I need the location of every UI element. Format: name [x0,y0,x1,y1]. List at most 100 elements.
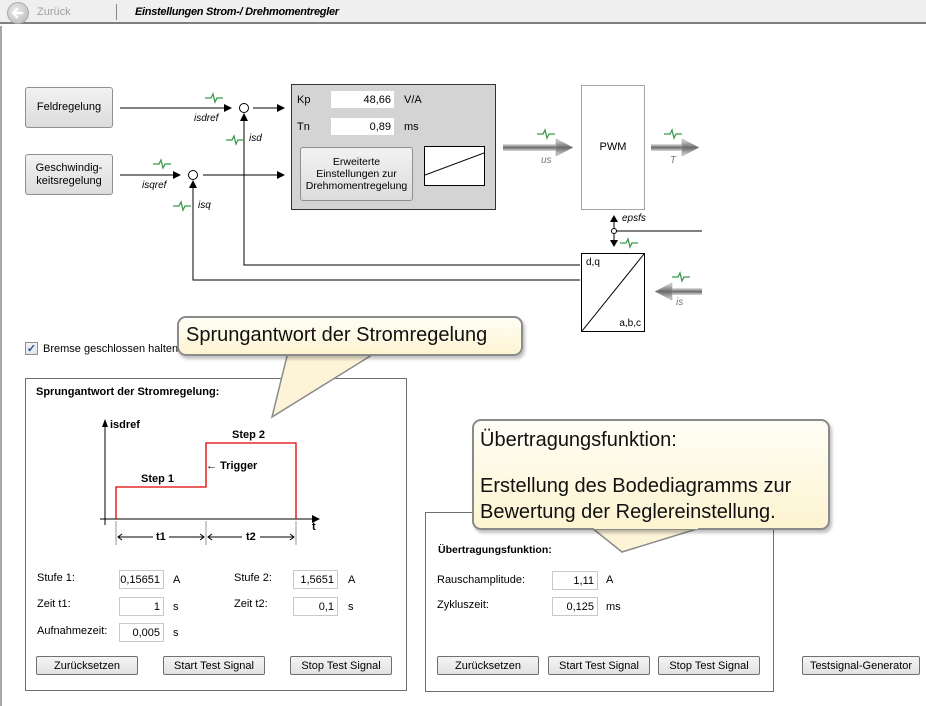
aufnahme-input[interactable]: 0,005 [119,623,164,642]
isd-feedback-line [240,113,580,266]
sum-node-q [188,170,198,180]
rausch-unit: A [606,574,614,586]
callout-text: Sprungantwort der Stromregelung [186,324,488,346]
step-start-test-signal-button[interactable]: Start Test Signal [163,656,265,675]
button-label-line2: Einstellungen zur [316,168,397,180]
signal-label-t: T [670,155,677,166]
signal-icon[interactable] [173,200,191,212]
signal-icon[interactable] [537,128,555,140]
testsignal-generator-button[interactable]: Testsignal-Generator [802,656,920,675]
tn-unit: ms [404,121,419,133]
button-label-line1: Geschwindig- [35,161,103,174]
tn-label: Tn [297,121,310,133]
zeit1-label: Zeit t1: [37,598,71,610]
pwm-label: PWM [599,141,627,153]
signal-label-isdref: isdref [194,113,219,124]
step-response-callout: Sprungantwort der Stromregelung [177,316,523,356]
callout-text-line2: Erstellung des Bodediagramms zur [480,475,792,497]
stufe2-label: Stufe 2: [234,572,272,584]
zeit2-input[interactable]: 0,1 [293,597,338,616]
signal-label-us: us [541,155,552,166]
aufnahme-unit: s [173,627,179,639]
abc-label: a,b,c [619,318,641,329]
button-label-line1: Erweiterte [332,156,381,168]
tf-start-test-signal-button[interactable]: Start Test Signal [548,656,650,675]
brake-checkbox[interactable]: ✓ [25,342,38,355]
step1-label: Step 1 [141,473,175,485]
t2-label: t2 [246,531,256,543]
tf-stop-test-signal-button[interactable]: Stop Test Signal [658,656,760,675]
tn-input[interactable]: 0,89 [330,117,395,136]
step-stop-test-signal-button[interactable]: Stop Test Signal [290,656,392,675]
kp-input[interactable]: 48,66 [330,90,395,109]
zyklus-label: Zykluszeit: [437,599,489,611]
signal-icon[interactable] [205,92,223,104]
tf-reset-button[interactable]: Zurücksetzen [437,656,539,675]
feldregelung-label: Feldregelung [36,101,102,113]
page-title: Einstellungen Strom-/ Drehmomentregler [135,6,339,18]
transform-diagonal [582,254,644,331]
step-response-graph [100,419,320,545]
pwm-block: PWM [581,85,645,210]
step-reset-button[interactable]: Zurücksetzen [36,656,138,675]
step-signal-line [115,442,297,519]
zeit1-input[interactable]: 1 [119,597,164,616]
us-arrow [503,138,574,157]
signal-label-isqref: isqref [142,180,167,191]
stufe2-input[interactable]: 1,5651 [293,570,338,589]
geschwindigkeitsregelung-button[interactable]: Geschwindig- keitsregelung [25,154,113,195]
sum-node-d [239,103,249,113]
zeit2-unit: s [348,601,354,613]
button-label-line3: Drehmomentregelung [305,180,408,192]
dq-label: d,q [586,257,600,268]
t-arrow [651,138,700,157]
signal-icon[interactable] [664,128,682,140]
zeit2-label: Zeit t2: [234,598,268,610]
zeit1-unit: s [173,601,179,613]
tail-joint [594,525,698,529]
zyklus-input[interactable]: 0,125 [552,597,598,616]
signal-label-isq: isq [198,200,211,211]
signal-icon[interactable] [620,237,638,249]
stufe2-unit: A [348,574,356,586]
back-label[interactable]: Zurück [37,6,71,18]
step-response-group [25,378,407,691]
trigger-label: ← Trigger [206,460,258,472]
signal-label-isd: isd [249,133,262,144]
transfer-function-callout: Übertragungsfunktion: Erstellung des Bod… [472,419,830,530]
feldregelung-button[interactable]: Feldregelung [25,87,113,128]
signal-label-is: is [676,297,684,308]
tail-joint [290,350,378,354]
brake-checkbox-label[interactable]: Bremse geschlossen halten [43,343,179,355]
left-border [0,26,2,706]
button-label-line2: keitsregelung [36,174,102,187]
signal-icon[interactable] [153,158,171,170]
pi-characteristic-graph [424,146,485,186]
callout-text-line3: Bewertung der Reglereinstellung. [480,501,776,523]
x-axis-arrow [312,515,320,523]
y-axis-arrow [102,419,108,427]
is-arrow [654,282,702,301]
signal-icon[interactable] [672,271,690,283]
signal-icon[interactable] [226,134,244,146]
stufe1-label: Stufe 1: [37,572,75,584]
kp-unit: V/A [404,94,422,106]
graph-y-label: isdref [110,419,140,431]
t1-label: t1 [156,531,166,543]
stufe1-unit: A [173,574,181,586]
stufe1-input[interactable]: 0,15651 [119,570,164,589]
top-bar [0,0,926,24]
callout-text-line1: Übertragungsfunktion: [480,429,677,451]
advanced-settings-button[interactable]: Erweiterte Einstellungen zur Drehmomentr… [300,147,413,201]
step-response-title: Sprungantwort der Stromregelung: [36,386,220,398]
arrow-left-icon [11,7,24,19]
zyklus-unit: ms [606,601,621,613]
kp-label: Kp [297,94,311,106]
rausch-input[interactable]: 1,11 [552,571,598,590]
isq-feedback-line [189,180,580,281]
transfer-function-title: Übertragungsfunktion: [438,544,552,556]
dq-abc-transform-block: d,q a,b,c [581,253,645,332]
back-button[interactable] [7,2,29,24]
